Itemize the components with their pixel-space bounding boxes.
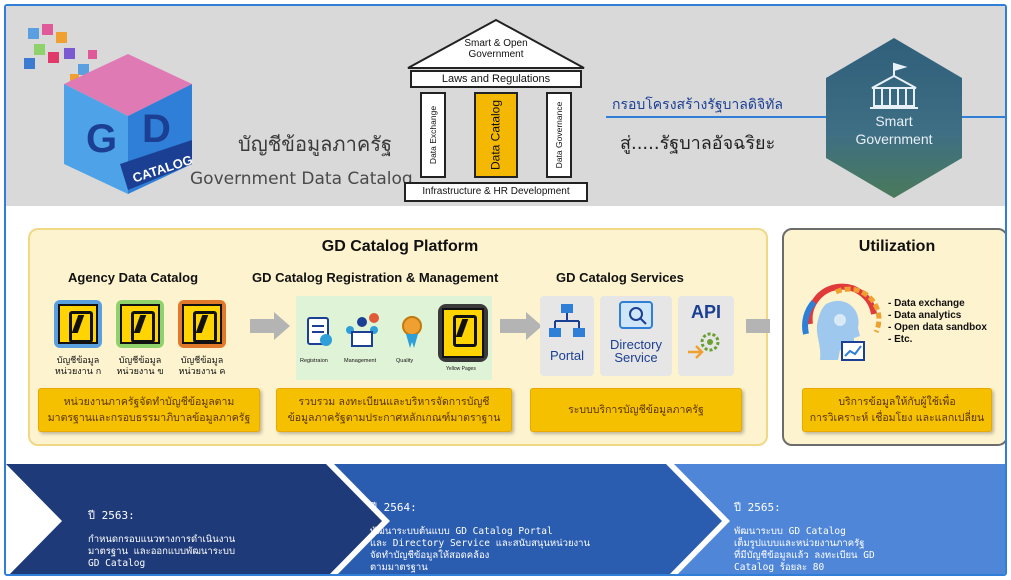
directory-label: Directory Service <box>600 338 672 364</box>
timeline-description: กำหนดกรอบแนวทางการดำเนินงาน มาตรฐาน และอ… <box>88 534 236 569</box>
utilization-panel: Utilization - Data exchange - Data analy… <box>782 228 1005 446</box>
timeline-year: ปี 2563: <box>88 509 135 522</box>
agency-b-catalog-icon <box>116 300 164 348</box>
reg-label-management: Management <box>344 358 377 364</box>
gd-catalog-logo-icon: G D CATALOG <box>24 24 195 194</box>
agency-a-line2: หน่วยงาน ก <box>54 367 102 377</box>
portal-network-icon <box>549 304 585 337</box>
agency-box-line1: หน่วยงานภาครัฐจัดทำบัญชีข้อมูลตาม <box>63 396 235 408</box>
utilization-description-box: บริการข้อมูลให้กับผู้ใช้เพื่อ การวิเคราะ… <box>802 388 992 432</box>
agency-c-line2: หน่วยงาน ค <box>178 367 226 377</box>
registration-icon <box>307 317 332 346</box>
temple-lintel: Laws and Regulations <box>410 70 582 88</box>
pillar-data-catalog: Data Catalog <box>474 92 518 178</box>
registration-panel: Registraion Management Quality Yellow Pa… <box>296 296 492 380</box>
timeline-item-2564: ปี 2564: พัฒนาระบบต้นแบบ GD Catalog Port… <box>370 490 590 574</box>
agency-a-line1: บัญชีข้อมูล <box>56 356 100 366</box>
framework-connector-right <box>956 116 1005 118</box>
registration-section-title: GD Catalog Registration & Management <box>252 270 499 285</box>
api-service-card: API <box>678 296 734 376</box>
agency-b-label: บัญชีข้อมูล หน่วยงาน ข <box>110 356 170 378</box>
timeline-description: พัฒนาระบบต้นแบบ GD Catalog Portal และ Di… <box>370 526 590 573</box>
directory-search-icon <box>619 301 653 329</box>
utilization-item: - Open data sandbox <box>888 322 987 333</box>
agency-b-line2: หน่วยงาน ข <box>116 367 164 377</box>
util-box-line2: การวิเคราะห์ เชื่อมโยง และแลกเปลี่ยน <box>809 412 985 424</box>
framework-temple: Smart & Open Government Laws and Regulat… <box>398 18 594 204</box>
analytics-head-icon <box>802 283 882 361</box>
agency-c-label: บัญชีข้อมูล หน่วยงาน ค <box>172 356 232 378</box>
utilization-list: - Data exchange - Data analytics - Open … <box>888 298 987 346</box>
gd-catalog-platform: GD Catalog Platform Agency Data Catalog … <box>28 228 770 446</box>
pillar-left-label: Data Exchange <box>428 105 438 165</box>
gd-catalog-logo: G D CATALOG <box>24 24 195 194</box>
reg-box-line2: ข้อมูลภาครัฐตามประกาศหลักเกณฑ์มาตราฐาน <box>287 412 501 424</box>
pillar-right-label: Data Governance <box>554 101 564 169</box>
agency-a-catalog-icon <box>54 300 102 348</box>
timeline-chevron-2565 <box>674 464 1005 574</box>
agency-box-line2: มาตรฐานและกรอบธรรมาภิบาลข้อมูลภาครัฐ <box>47 412 251 424</box>
agency-c-catalog-icon <box>178 300 226 348</box>
yellow-pages-label: Yellow Pages <box>446 366 476 372</box>
agency-a-label: บัญชีข้อมูล หน่วยงาน ก <box>48 356 108 378</box>
management-icon <box>346 313 379 347</box>
api-label: API <box>690 302 721 322</box>
header-band: G D CATALOG บัญชีข้อมูลภาครัฐ Government… <box>6 6 1005 206</box>
smart-government-label: Smart Government <box>824 112 964 148</box>
diagram-frame: G D CATALOG บัญชีข้อมูลภาครัฐ Government… <box>4 4 1007 576</box>
timeline-year: ปี 2564: <box>370 501 417 514</box>
pillar-data-governance: Data Governance <box>546 92 572 178</box>
timeline-chevron-2563 <box>6 464 382 574</box>
timeline-item-2563: ปี 2563: กำหนดกรอบแนวทางการดำเนินงาน มาต… <box>88 498 236 574</box>
agency-b-line1: บัญชีข้อมูล <box>118 356 162 366</box>
svg-text:G: G <box>86 117 117 161</box>
temple-roof-label: Smart & Open Government <box>464 38 528 60</box>
agency-description-box: หน่วยงานภาครัฐจัดทำบัญชีข้อมูลตาม มาตรฐา… <box>38 388 260 432</box>
directory-service-card: Directory Service <box>600 296 672 376</box>
directory-line2: Service <box>614 350 658 365</box>
timeline-item-2565: ปี 2565: พัฒนาระบบ GD Catalog เต็มรูปแบบ… <box>734 490 875 574</box>
agency-c-line1: บัญชีข้อมูล <box>180 356 224 366</box>
reg-label-quality: Quality <box>396 358 414 364</box>
quality-icon <box>402 316 422 348</box>
timeline-year: ปี 2565: <box>734 501 781 514</box>
thai-title: บัญชีข้อมูลภาครัฐ <box>238 132 393 156</box>
temple-roof-icon <box>407 18 585 69</box>
api-gears-icon <box>688 332 720 359</box>
framework-text: กรอบโครงสร้างรัฐบาลดิจิทัล <box>612 97 783 113</box>
portal-service-card: Portal <box>540 296 594 376</box>
roadmap-timeline: ปี 2563: กำหนดกรอบแนวทางการดำเนินงาน มาต… <box>6 464 1005 574</box>
services-description-box: ระบบบริการบัญชีข้อมูลภาครัฐ <box>530 388 742 432</box>
temple-base: Infrastructure & HR Development <box>404 182 588 202</box>
portal-label: Portal <box>550 348 584 363</box>
smart-gov-line1: Smart <box>875 113 913 129</box>
util-box-line1: บริการข้อมูลให้กับผู้ใช้เพื่อ <box>838 396 956 408</box>
pillar-data-exchange: Data Exchange <box>420 92 446 178</box>
services-section-title: GD Catalog Services <box>556 270 684 285</box>
registration-icons <box>307 313 422 348</box>
utilization-item: - Etc. <box>888 334 913 345</box>
utilization-title: Utilization <box>858 238 936 255</box>
timeline-chevron-2564 <box>334 464 722 574</box>
directory-line1: Directory <box>609 337 662 352</box>
platform-title: GD Catalog Platform <box>321 238 479 255</box>
pillar-center-label: Data Catalog <box>488 99 503 171</box>
reg-box-line1: รวบรวม ลงทะเบียนและบริหารจัดการบัญชี <box>298 396 490 408</box>
timeline-chevrons <box>6 464 1005 574</box>
smart-gov-line2: Government <box>855 131 933 147</box>
yellow-pages-icon <box>438 304 488 362</box>
agency-section-title: Agency Data Catalog <box>68 270 199 285</box>
towards-text: สู่.....รัฐบาลอัจฉริยะ <box>620 133 776 154</box>
svg-text:D: D <box>142 107 171 151</box>
utilization-item: - Data exchange <box>888 298 965 309</box>
framework-connector <box>606 116 834 118</box>
timeline-description: พัฒนาระบบ GD Catalog เต็มรูปแบบและหน่วยง… <box>734 526 875 573</box>
smart-government-hexagon-icon <box>826 38 962 198</box>
utilization-item: - Data analytics <box>888 310 962 321</box>
reg-label-registration: Registraion <box>300 358 328 364</box>
english-title: Government Data Catalog <box>190 169 413 189</box>
registration-description-box: รวบรวม ลงทะเบียนและบริหารจัดการบัญชี ข้อ… <box>276 388 512 432</box>
